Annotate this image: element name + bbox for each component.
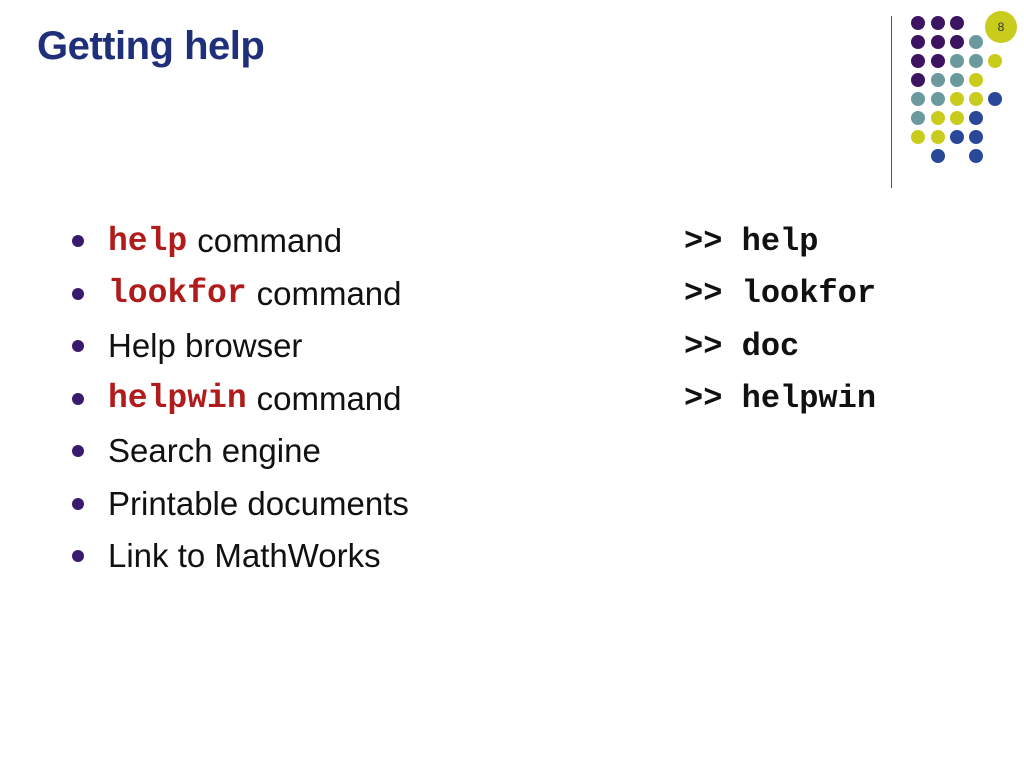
decorative-dot: [969, 149, 983, 163]
bullet-text: command: [197, 222, 343, 260]
decorative-dot: [931, 149, 945, 163]
decorative-dot: [950, 130, 964, 144]
decorative-dot: [969, 35, 983, 49]
bullet-code: lookfor: [108, 275, 247, 313]
bullet-dot-icon: [72, 392, 84, 405]
decorative-dot: [911, 111, 925, 125]
bullet-item-helpwin: helpwin command: [72, 373, 409, 426]
bullet-list: help command lookfor command Help browse…: [72, 215, 409, 583]
bullet-item-help-browser: Help browser: [72, 320, 409, 373]
command-list: >> help >> lookfor >> doc >> helpwin: [684, 215, 876, 425]
bullet-dot-icon: [72, 235, 84, 248]
decorative-dot: [988, 54, 1002, 68]
decorative-dot: [931, 54, 945, 68]
decorative-dot: [931, 92, 945, 106]
bullet-text: command: [256, 274, 402, 312]
bullet-dot-icon: [72, 340, 84, 353]
decorative-dot: [931, 16, 945, 30]
decorative-dot: [969, 73, 983, 87]
decorative-dot: [969, 92, 983, 106]
divider-line: [891, 16, 892, 188]
bullet-dot-icon: [72, 445, 84, 458]
bullet-item-link-to-mathworks: Link to MathWorks: [72, 530, 409, 583]
decorative-dot: [969, 111, 983, 125]
decorative-dot: [931, 35, 945, 49]
decorative-dot: [931, 73, 945, 87]
decorative-dot: [950, 92, 964, 106]
decorative-dot: [911, 16, 925, 30]
bullet-text: Help browser: [108, 327, 303, 365]
decorative-dot: [950, 54, 964, 68]
bullet-code: help: [108, 222, 188, 260]
bullet-item-help: help command: [72, 215, 409, 268]
bullet-dot-icon: [72, 550, 84, 563]
bullet-dot-icon: [72, 497, 84, 510]
decorative-dot: [911, 130, 925, 144]
decorative-dot: [911, 54, 925, 68]
bullet-text: Printable documents: [108, 484, 409, 522]
bullet-text: command: [256, 379, 402, 417]
decorative-dot: [950, 35, 964, 49]
bullet-dot-icon: [72, 287, 84, 300]
decorative-dot: [988, 92, 1002, 106]
decorative-dot: [969, 54, 983, 68]
command-helpwin: >> helpwin: [684, 380, 877, 418]
command-help: >> help: [684, 222, 819, 260]
decorative-dot: [950, 73, 964, 87]
bullet-item-printable-documents: Printable documents: [72, 478, 409, 531]
bullet-item-search-engine: Search engine: [72, 425, 409, 478]
decorative-dot: [931, 111, 945, 125]
command-doc: >> doc: [684, 327, 800, 365]
decorative-dot: [950, 111, 964, 125]
decorative-dot: [911, 35, 925, 49]
slide-title: Getting help: [37, 24, 265, 68]
decorative-dot: [950, 16, 964, 30]
decorative-dot: [931, 130, 945, 144]
bullet-text: Search engine: [108, 432, 321, 470]
decorative-dot: [911, 73, 925, 87]
command-lookfor: >> lookfor: [684, 275, 877, 313]
bullet-item-lookfor: lookfor command: [72, 268, 409, 321]
decorative-dot: [911, 92, 925, 106]
bullet-code: helpwin: [108, 380, 247, 418]
decorative-dot: [969, 130, 983, 144]
page-number-badge: 8: [985, 11, 1017, 43]
bullet-text: Link to MathWorks: [108, 537, 381, 575]
